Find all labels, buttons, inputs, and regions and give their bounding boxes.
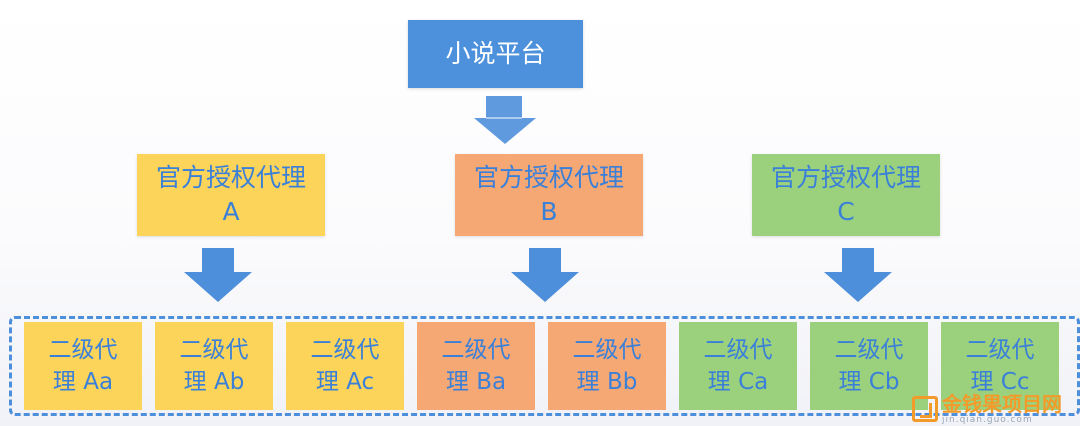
subagent-cc-line1: 二级代 — [965, 337, 1035, 363]
subagent-node-ac: 二级代 理 Ac — [286, 322, 404, 410]
subagent-ac-line2: 理 Ac — [315, 369, 375, 395]
agent-a-title: 官方授权代理 — [155, 163, 306, 192]
root-label: 小说平台 — [445, 39, 546, 68]
watermark-text: 金钱果项目网 — [942, 391, 1062, 416]
subagent-ab-line1: 二级代 — [179, 337, 249, 363]
agent-b-code: B — [540, 197, 558, 226]
subagent-node-bb: 二级代 理 Bb — [548, 322, 666, 410]
agent-c-arrow — [824, 248, 892, 302]
subagent-aa-line1: 二级代 — [48, 337, 118, 363]
subagent-aa-line2: 理 Aa — [52, 369, 114, 395]
root-node: 小说平台 — [408, 20, 583, 88]
subagent-node-ca: 二级代 理 Ca — [679, 322, 797, 410]
root-arrow — [474, 96, 536, 144]
watermark-logo-icon — [912, 396, 938, 422]
watermark-subtext: jin.qian.guo.com — [942, 414, 1033, 425]
subagent-node-ab: 二级代 理 Ab — [155, 322, 273, 410]
agent-c-title: 官方授权代理 — [770, 163, 921, 192]
subagent-cc-line2: 理 Cc — [970, 369, 1030, 395]
subagent-cb-line1: 二级代 — [834, 337, 904, 363]
subagent-group-border — [9, 316, 1080, 416]
subagent-ca-line1: 二级代 — [703, 337, 773, 363]
subagent-node-ba: 二级代 理 Ba — [417, 322, 535, 410]
agent-a-arrow — [184, 248, 252, 302]
agent-b-arrow — [511, 248, 579, 302]
subagent-cb-line2: 理 Cb — [838, 369, 900, 395]
subagent-node-cc: 二级代 理 Cc — [941, 322, 1059, 410]
agent-node-c: 官方授权代理 C — [752, 154, 940, 236]
subagent-ca-line2: 理 Ca — [707, 369, 769, 395]
subagent-ba-line1: 二级代 — [441, 337, 511, 363]
subagent-ab-line2: 理 Ab — [183, 369, 245, 395]
subagent-node-aa: 二级代 理 Aa — [24, 322, 142, 410]
subagent-bb-line2: 理 Bb — [576, 369, 638, 395]
subagent-node-cb: 二级代 理 Cb — [810, 322, 928, 410]
watermark: 金钱果项目网 jin.qian.guo.com — [912, 394, 1074, 424]
subagent-ac-line1: 二级代 — [310, 337, 380, 363]
agent-b-title: 官方授权代理 — [473, 163, 624, 192]
agent-node-b: 官方授权代理 B — [455, 154, 643, 236]
agent-a-code: A — [222, 197, 240, 226]
subagent-ba-line2: 理 Ba — [445, 369, 507, 395]
subagent-bb-line1: 二级代 — [572, 337, 642, 363]
agent-c-code: C — [837, 197, 855, 226]
agent-node-a: 官方授权代理 A — [137, 154, 325, 236]
